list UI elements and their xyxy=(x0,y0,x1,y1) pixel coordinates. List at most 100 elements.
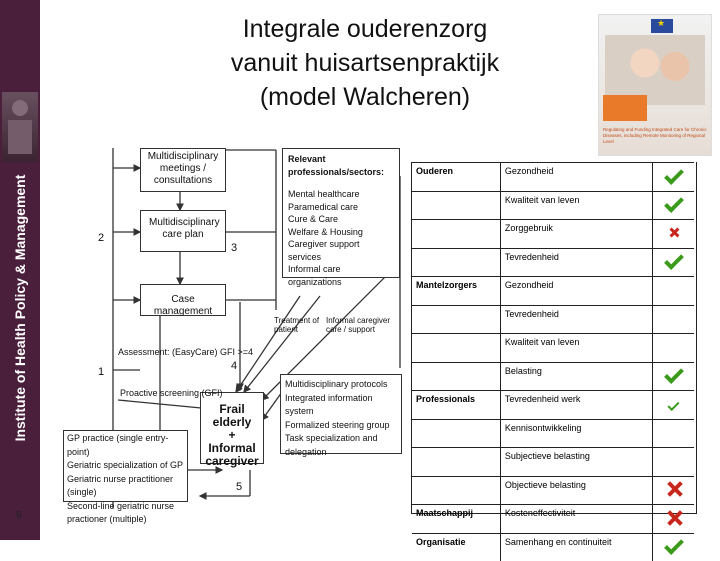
table-row: Kennisontwikkeling xyxy=(412,418,694,448)
protocol-line: Task specialization and xyxy=(285,433,378,443)
step-number: 1 xyxy=(98,366,105,378)
step-number: 3 xyxy=(231,242,238,254)
result-cell xyxy=(652,447,694,476)
frail-line: Informal xyxy=(208,441,256,455)
table-row: Belasting xyxy=(412,361,694,391)
item-cell: Kosteneffectiviteit xyxy=(500,504,654,533)
result-cell xyxy=(652,247,694,277)
protocol-line: Integrated information system xyxy=(285,392,373,417)
group-cell: Organisatie xyxy=(412,532,501,561)
item-cell: Gezondheid xyxy=(500,276,654,305)
result-cell xyxy=(652,162,694,191)
cross-icon xyxy=(666,481,682,497)
relevant-item: Mental healthcare xyxy=(288,189,360,199)
result-cell xyxy=(652,418,694,448)
cover-caption: Regulating and Funding Integrated Care f… xyxy=(603,127,707,144)
protocol-line: Multidisciplinary protocols xyxy=(285,379,388,389)
item-cell: Kennisontwikkeling xyxy=(500,418,654,448)
care-plan-box: Multidisciplinary care plan xyxy=(140,210,226,252)
case-management-box: Case management xyxy=(140,284,226,317)
cover-title-block xyxy=(603,95,647,121)
report-cover-image: Regulating and Funding Integrated Care f… xyxy=(598,14,712,156)
protocol-line: Formalized steering group xyxy=(285,419,390,430)
item-cell: Kwaliteit van leven xyxy=(500,333,654,362)
frail-line: + xyxy=(228,428,236,442)
item-cell: Gezondheid xyxy=(500,162,654,191)
gp-line: Geriatric specialization of GP xyxy=(67,460,184,470)
result-cell xyxy=(652,361,694,391)
relevant-title: Relevant professionals/sectors: xyxy=(288,154,385,177)
frail-line: Frail elderly xyxy=(212,402,252,429)
slide-title: Integrale ouderenzorg vanuit huisartsenp… xyxy=(175,12,555,114)
result-cell xyxy=(652,390,694,419)
result-cell xyxy=(652,475,694,505)
cross-icon xyxy=(669,228,679,238)
step-number: 2 xyxy=(98,232,105,244)
result-cell xyxy=(652,333,694,362)
table-row: Tevredenheid xyxy=(412,247,694,277)
group-cell: Mantelzorgers xyxy=(412,276,501,305)
table-row: Tevredenheid xyxy=(412,304,694,334)
gp-line: practioner (multiple) xyxy=(67,514,147,524)
protocols-box: Multidisciplinary protocols Integrated i… xyxy=(280,374,402,457)
checkmark-icon xyxy=(663,193,684,214)
table-row: Objectieve belasting xyxy=(412,475,694,505)
group-cell xyxy=(412,361,501,391)
relevant-item: Cure & Care xyxy=(288,214,339,224)
table-row: Kwaliteit van leven xyxy=(412,190,694,220)
result-cell xyxy=(652,532,694,561)
informal-support-label: Informal caregiver care / support xyxy=(326,316,390,334)
title-line: vanuit huisartsenpraktijk xyxy=(230,49,500,77)
group-cell xyxy=(412,190,501,220)
treatment-line: patient xyxy=(274,325,299,334)
group-cell xyxy=(412,333,501,362)
group-cell xyxy=(412,304,501,334)
gp-practice-box: GP practice (single entry-point) Geriatr… xyxy=(63,430,188,524)
item-cell: Objectieve belasting xyxy=(500,475,654,505)
informal-line: care / support xyxy=(326,325,375,334)
page-number: 9 xyxy=(16,510,22,521)
elderly-couple-photo xyxy=(605,35,705,105)
table-row: Subjectieve belasting xyxy=(412,447,694,476)
informal-line: Informal caregiver xyxy=(326,316,391,325)
group-cell xyxy=(412,247,501,277)
checkmark-icon xyxy=(663,535,684,556)
table-row: Kwaliteit van leven xyxy=(412,333,694,362)
group-cell xyxy=(412,447,501,476)
relevant-professionals-box: Relevant professionals/sectors: Mental h… xyxy=(282,148,400,287)
item-cell: Zorggebruik xyxy=(500,219,654,248)
protocol-line: delegation xyxy=(285,446,327,457)
group-cell: Professionals xyxy=(412,390,501,419)
relevant-item: Caregiver support services xyxy=(288,239,360,262)
item-cell: Kwaliteit van leven xyxy=(500,190,654,220)
result-cell xyxy=(652,276,694,305)
step-number: 5 xyxy=(236,481,243,493)
item-cell: Subjectieve belasting xyxy=(500,447,654,476)
group-cell: Maatschappij xyxy=(412,504,501,533)
treatment-label: Treatment of patient xyxy=(274,316,319,334)
institute-sidebar: Institute of Health Policy & Management xyxy=(0,0,40,540)
cross-icon xyxy=(666,510,682,526)
result-cell xyxy=(652,504,694,533)
item-cell: Belasting xyxy=(500,361,654,391)
group-cell: Ouderen xyxy=(412,162,501,191)
group-cell xyxy=(412,418,501,448)
item-cell: Tevredenheid xyxy=(500,247,654,277)
statue-photo xyxy=(2,92,38,162)
eu-flag-icon xyxy=(651,18,673,33)
checkmark-icon xyxy=(663,250,684,271)
item-cell: Samenhang en continuiteit xyxy=(500,532,654,561)
title-line: (model Walcheren) xyxy=(259,83,471,111)
gp-line: Geriatric nurse practitioner (single) xyxy=(67,473,174,498)
frail-line: caregiver xyxy=(205,454,259,468)
treatment-line: Treatment of xyxy=(274,316,320,325)
item-cell: Tevredenheid xyxy=(500,304,654,334)
table-row: Zorggebruik xyxy=(412,219,694,248)
gp-line: GP practice (single entry-point) xyxy=(67,433,169,457)
result-cell xyxy=(652,190,694,220)
